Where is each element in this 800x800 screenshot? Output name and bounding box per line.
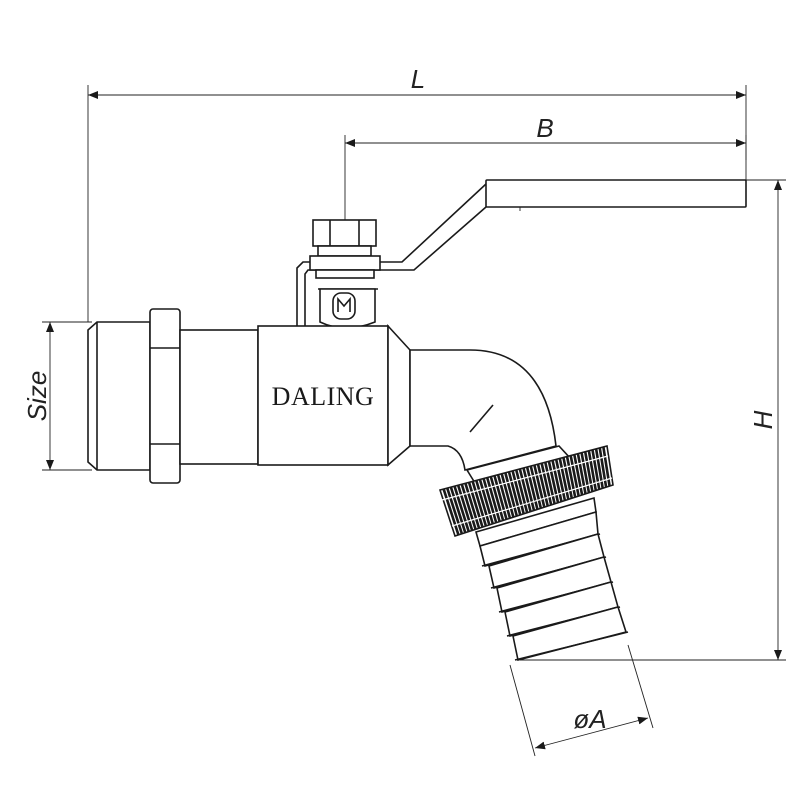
dimension-a-label: øA	[573, 704, 606, 734]
knurl-line	[518, 468, 532, 512]
knurl-line	[485, 477, 501, 522]
knurl-line	[496, 474, 512, 519]
knurl-line	[511, 470, 525, 515]
knurl-line	[554, 459, 567, 501]
knurl-line	[583, 451, 594, 492]
knurl-line	[591, 449, 601, 490]
dimension-b: B	[344, 113, 747, 225]
dimension-b-label: B	[536, 113, 553, 143]
knurl-line	[482, 478, 498, 524]
dimension-a: øA	[509, 644, 654, 757]
dimension-l-label: L	[411, 64, 425, 94]
knurl-line	[446, 487, 464, 535]
knurl-line	[544, 461, 556, 505]
knurl-line	[533, 464, 546, 508]
male-thread	[87, 321, 151, 471]
hose-barb	[475, 496, 629, 661]
knurl-line	[565, 456, 577, 498]
knurl-line	[536, 463, 550, 507]
dimension-size: Size	[22, 321, 92, 471]
knurl-line	[576, 453, 587, 495]
knurl-line	[573, 454, 584, 496]
stem-nut	[309, 219, 381, 329]
lever-handle	[296, 179, 747, 326]
knurl-line	[594, 448, 604, 489]
coupling-ring	[438, 444, 614, 538]
knurl-line	[525, 466, 539, 510]
knurl-line	[587, 450, 598, 491]
knurl-line	[547, 461, 560, 504]
knurl-line	[514, 469, 529, 514]
knurl-line	[493, 475, 508, 520]
knurl-line	[500, 473, 515, 518]
knurl-line	[529, 465, 543, 509]
knurl-line	[562, 457, 574, 499]
dimension-h-label: H	[748, 410, 778, 429]
knurl-line	[475, 480, 491, 526]
knurl-line	[464, 482, 481, 529]
dimension-h: H	[520, 179, 786, 661]
knurl-line	[522, 467, 536, 511]
valve-neck	[179, 329, 259, 465]
knurl-line	[467, 481, 484, 528]
knurl-texture	[441, 446, 613, 536]
dimension-size-label: Size	[22, 371, 52, 422]
hex-nut	[149, 308, 181, 484]
valve-body: DALING	[257, 323, 411, 467]
knurl-line	[507, 471, 522, 516]
brand-label: DALING	[272, 382, 375, 411]
knurl-line	[558, 458, 570, 500]
knurl-line	[456, 484, 474, 531]
knurl-line	[471, 481, 488, 527]
knurl-line	[580, 452, 591, 493]
knurl-line	[569, 455, 580, 497]
knurl-line	[449, 486, 467, 534]
dimension-l: L	[87, 64, 747, 322]
knurl-line	[489, 476, 505, 521]
knurl-line	[478, 479, 495, 525]
knurl-line	[540, 462, 553, 506]
knurl-line	[460, 483, 477, 530]
knurl-line	[442, 488, 460, 536]
knurl-line	[453, 485, 470, 532]
knurl-line	[551, 460, 563, 502]
knurl-line	[504, 472, 519, 517]
spout	[409, 349, 557, 472]
